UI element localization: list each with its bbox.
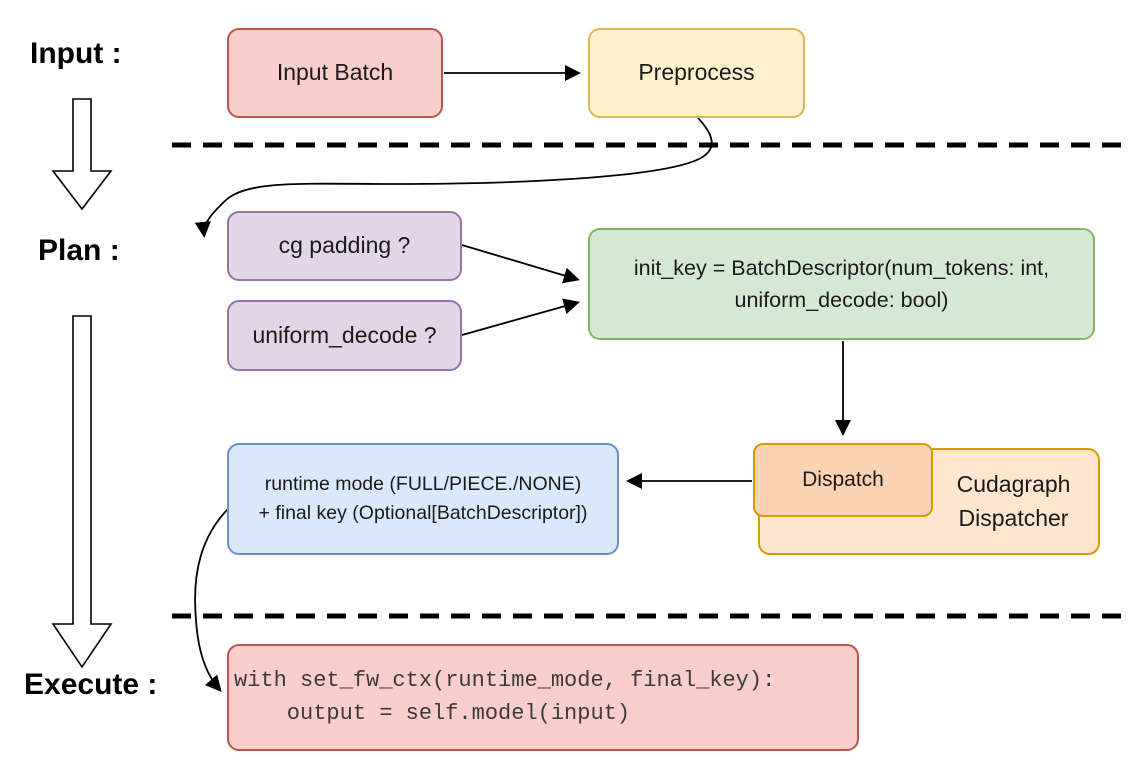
cg-padding-label: cg padding ? — [278, 232, 411, 259]
execute-stage-label: Execute : — [24, 668, 158, 701]
init-key-line-2: uniform_decode: bool) — [734, 288, 949, 312]
uniform-decode-node: uniform_decode ? — [227, 300, 462, 371]
runtime-mode-line-2: + final key (Optional[BatchDescriptor]) — [258, 502, 588, 524]
cudagraph-dispatcher-label: Cudagraph Dispatcher — [935, 450, 1092, 553]
input-batch-label: Input Batch — [276, 59, 394, 86]
plan-stage-label: Plan : — [38, 234, 120, 267]
dispatch-node: Dispatch — [753, 443, 933, 517]
edge-preprocess-to-cg-padding — [194, 117, 713, 239]
cudagraph-dispatcher-line-1: Cudagraph — [956, 471, 1071, 498]
input-to-plan-arrow — [51, 98, 113, 211]
preprocess-node: Preprocess — [588, 28, 805, 118]
cudagraph-dispatcher-line-2: Dispatcher — [958, 504, 1069, 531]
runtime-mode-line-1: runtime mode (FULL/PIECE./NONE) — [264, 472, 582, 495]
execute-code-node: with set_fw_ctx(runtime_mode, final_key)… — [227, 644, 859, 751]
edge-runtime-mode-to-execute-code — [194, 504, 233, 693]
plan-to-execute-arrow — [51, 315, 113, 669]
dispatch-label: Dispatch — [802, 467, 884, 491]
uniform-decode-label: uniform_decode ? — [252, 321, 437, 348]
input-batch-node: Input Batch — [227, 28, 443, 118]
runtime-mode-node: runtime mode (FULL/PIECE./NONE) + final … — [227, 443, 619, 555]
execute-code-line-1: with set_fw_ctx(runtime_mode, final_key)… — [234, 667, 776, 693]
input-stage-label: Input : — [30, 37, 122, 70]
edge-cg-padding-to-init-key — [461, 244, 580, 284]
execute-code-line-2: output = self.model(input) — [234, 700, 631, 726]
preprocess-label: Preprocess — [638, 59, 755, 86]
cg-padding-node: cg padding ? — [227, 211, 462, 281]
edge-uniform-decode-to-init-key — [461, 298, 580, 336]
init-key-node: init_key = BatchDescriptor(num_tokens: i… — [588, 228, 1095, 340]
init-key-line-1: init_key = BatchDescriptor(num_tokens: i… — [633, 255, 1050, 280]
